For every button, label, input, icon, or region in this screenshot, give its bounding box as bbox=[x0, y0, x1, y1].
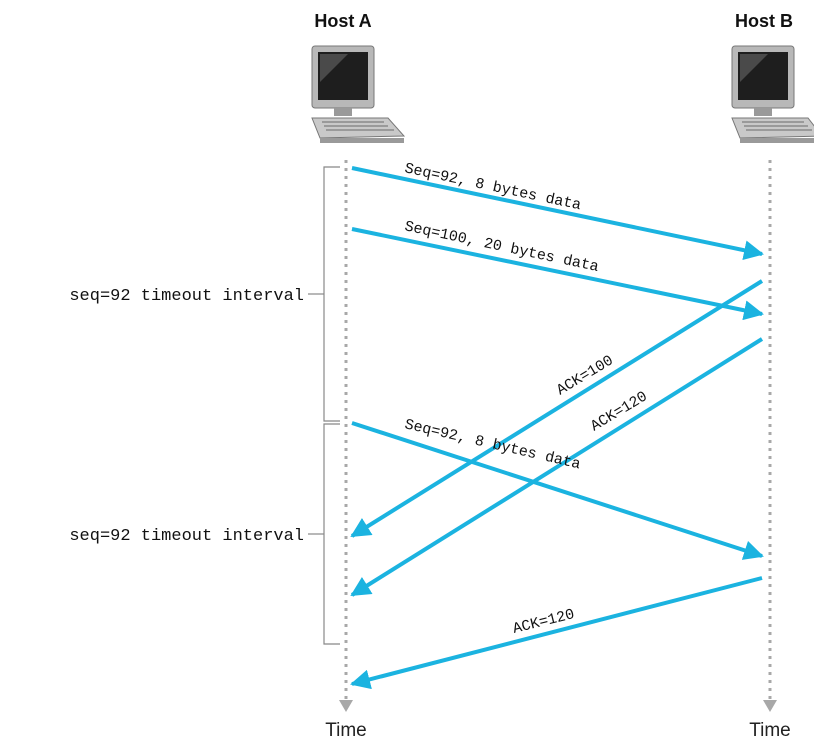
timeout-bracket-1 bbox=[323, 166, 340, 422]
message-arrow-ack100 bbox=[350, 279, 764, 538]
timeout-label-2: seq=92 timeout interval bbox=[69, 527, 304, 546]
message-arrow-seq92-retransmit bbox=[351, 421, 764, 560]
message-arrow-ack120-final bbox=[350, 576, 763, 690]
computer-icon bbox=[311, 45, 406, 143]
host-a-time-label: Time bbox=[325, 720, 367, 739]
message-arrow-seq92 bbox=[351, 166, 764, 261]
computer-icon bbox=[731, 45, 814, 143]
timeout-label-1: seq=92 timeout interval bbox=[69, 287, 304, 306]
host-b-time-label: Time bbox=[749, 720, 791, 739]
timeout-bracket-2 bbox=[323, 423, 340, 645]
message-arrow-seq100 bbox=[351, 227, 764, 321]
message-label-seq92-retransmit: Seq=92, 8 bytes data bbox=[403, 416, 582, 473]
host-a-label: Host A bbox=[314, 11, 371, 31]
host-b-label: Host B bbox=[735, 11, 793, 31]
host-a-time-arrow bbox=[339, 700, 353, 712]
host-b-time-arrow bbox=[763, 700, 777, 712]
message-label-seq92: Seq=92, 8 bytes data bbox=[403, 160, 583, 214]
message-arrow-ack120 bbox=[350, 337, 764, 597]
